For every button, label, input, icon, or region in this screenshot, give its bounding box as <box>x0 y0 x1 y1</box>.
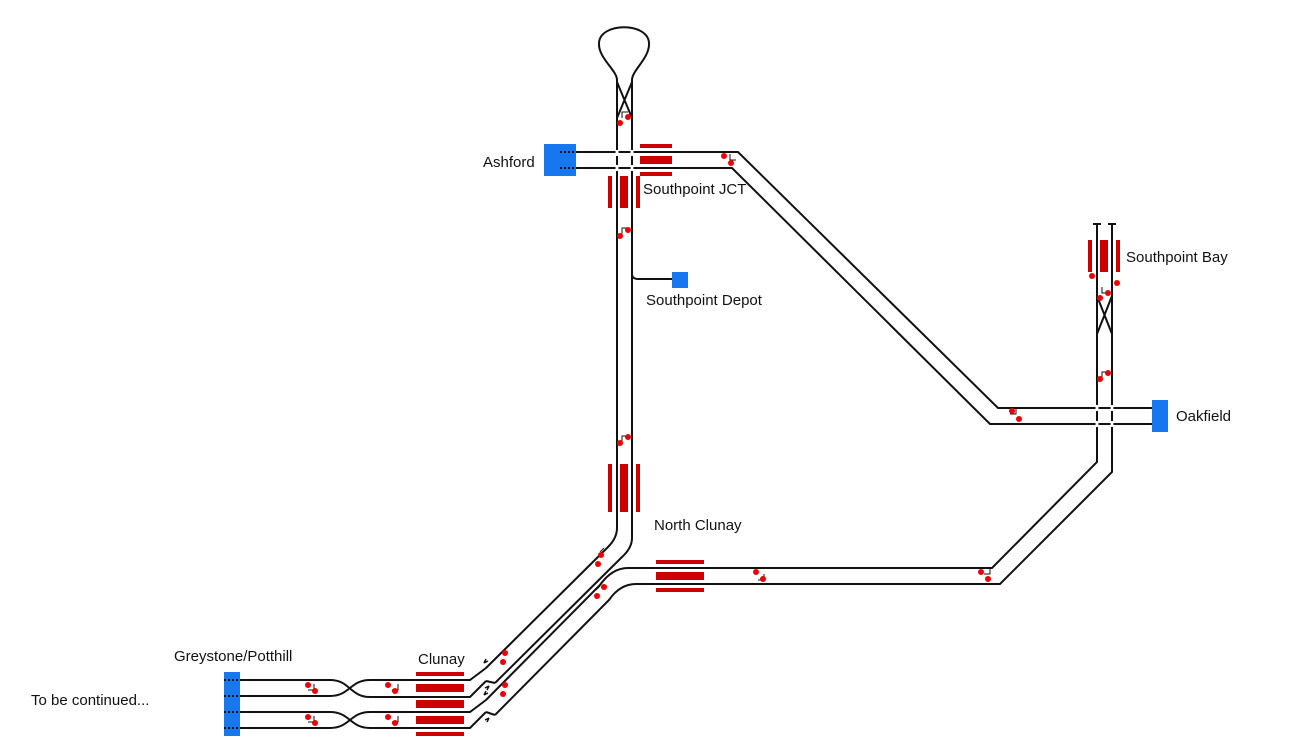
platform-ashford-2 <box>640 156 672 164</box>
label-southpoint-bay: Southpoint Bay <box>1126 249 1228 266</box>
ashford-line-down <box>562 167 1160 425</box>
signal-jct-1[interactable] <box>617 233 623 239</box>
platform-clunay-3 <box>416 700 464 708</box>
signal-bay-2[interactable] <box>1114 280 1120 286</box>
bay-crossover <box>1096 295 1113 335</box>
exit-ashford-icon[interactable] <box>544 144 576 176</box>
label-north-clunay: North Clunay <box>654 517 742 534</box>
signal-clunay-2[interactable] <box>500 659 506 665</box>
signal-grey-8[interactable] <box>392 720 398 726</box>
greystone-line-3 <box>230 711 487 729</box>
platform-nc-v-2 <box>620 464 628 512</box>
label-greystone-potthill: Greystone/Potthill <box>174 648 293 665</box>
label-southpoint-depot: Southpoint Depot <box>646 292 762 309</box>
trunk-east <box>494 118 633 684</box>
loop-crossover <box>616 81 633 119</box>
platform-bay-2 <box>1100 240 1108 272</box>
signal-jct-2[interactable] <box>625 227 631 233</box>
signal-bay-6[interactable] <box>1105 370 1111 376</box>
signal-clunay-4[interactable] <box>500 691 506 697</box>
platforms <box>416 144 1120 736</box>
label-clunay: Clunay <box>418 651 465 668</box>
greystone-line-2 <box>230 667 487 697</box>
signal-ashford-1[interactable] <box>721 153 727 159</box>
signal-diag-2[interactable] <box>595 561 601 567</box>
direction-arrows <box>483 658 490 723</box>
platform-clunay-5 <box>416 732 464 736</box>
platform-nc-v-1 <box>608 464 612 512</box>
label-oakfield: Oakfield <box>1176 408 1232 425</box>
platform-jct-3 <box>636 176 640 208</box>
signal-oakfield-1[interactable] <box>1009 408 1015 414</box>
platform-nc-h-2 <box>656 572 704 580</box>
signal-diag-3[interactable] <box>601 584 607 590</box>
signal-clunay-1[interactable] <box>502 650 508 656</box>
exit-depot-icon[interactable] <box>672 272 688 288</box>
platform-clunay-4 <box>416 716 464 724</box>
balloon-loop <box>597 26 651 138</box>
signal-loop-2[interactable] <box>625 114 631 120</box>
signal-grey-4[interactable] <box>312 720 318 726</box>
signal-ashford-2[interactable] <box>728 160 734 166</box>
platform-nc-h-3 <box>656 588 704 592</box>
signal-bay-1[interactable] <box>1089 273 1095 279</box>
signal-bay-3[interactable] <box>1097 295 1103 301</box>
diag-down <box>494 224 1113 716</box>
signal-nc-4[interactable] <box>985 576 991 582</box>
signal-grey-7[interactable] <box>385 714 391 720</box>
label-ashford: Ashford <box>483 154 535 171</box>
platform-clunay-2 <box>416 684 464 692</box>
signal-grey-2[interactable] <box>312 688 318 694</box>
exit-greystone-icon[interactable] <box>224 672 240 736</box>
signal-oakfield-2[interactable] <box>1016 416 1022 422</box>
track-breaks <box>615 150 1114 427</box>
signal-grey-1[interactable] <box>305 682 311 688</box>
greystone-line-4 <box>230 699 487 729</box>
signal-grey-5[interactable] <box>385 682 391 688</box>
signals[interactable] <box>305 114 1120 726</box>
label-southpoint-jct: Southpoint JCT <box>643 181 747 198</box>
greystone-line-1 <box>230 679 487 698</box>
signal-nc-1[interactable] <box>753 569 759 575</box>
platform-clunay-1 <box>416 672 464 676</box>
diag-up <box>485 224 1098 701</box>
signal-trunk-1[interactable] <box>617 440 623 446</box>
platform-ashford-3 <box>640 172 672 176</box>
depot-spur <box>631 268 680 280</box>
signal-grey-3[interactable] <box>305 714 311 720</box>
signal-diag-4[interactable] <box>594 593 600 599</box>
signal-trunk-2[interactable] <box>625 434 631 440</box>
signal-bay-5[interactable] <box>1097 376 1103 382</box>
platform-jct-2 <box>620 176 628 208</box>
greystone-join <box>485 680 496 716</box>
tracks <box>230 26 1160 729</box>
signal-diag-1[interactable] <box>598 552 604 558</box>
platform-bay-3 <box>1116 240 1120 272</box>
platform-bay-1 <box>1088 240 1092 272</box>
platform-jct-1 <box>608 176 612 208</box>
signal-nc-3[interactable] <box>978 569 984 575</box>
signal-clunay-3[interactable] <box>502 682 508 688</box>
signal-grey-6[interactable] <box>392 688 398 694</box>
exit-oakfield-icon[interactable] <box>1152 400 1168 432</box>
exit-markers[interactable] <box>224 144 1168 736</box>
trunk-west <box>485 118 618 669</box>
platform-nc-h-1 <box>656 560 704 564</box>
platform-nc-v-3 <box>636 464 640 512</box>
ashford-line-up <box>562 151 1160 409</box>
signal-loop-1[interactable] <box>617 120 623 126</box>
signal-bay-4[interactable] <box>1105 290 1111 296</box>
signal-nc-2[interactable] <box>760 576 766 582</box>
label-to-be-continued: To be continued... <box>31 692 150 709</box>
exit-marker-dots <box>224 151 576 729</box>
signal-posts <box>308 111 1108 723</box>
platform-ashford-1 <box>640 144 672 148</box>
